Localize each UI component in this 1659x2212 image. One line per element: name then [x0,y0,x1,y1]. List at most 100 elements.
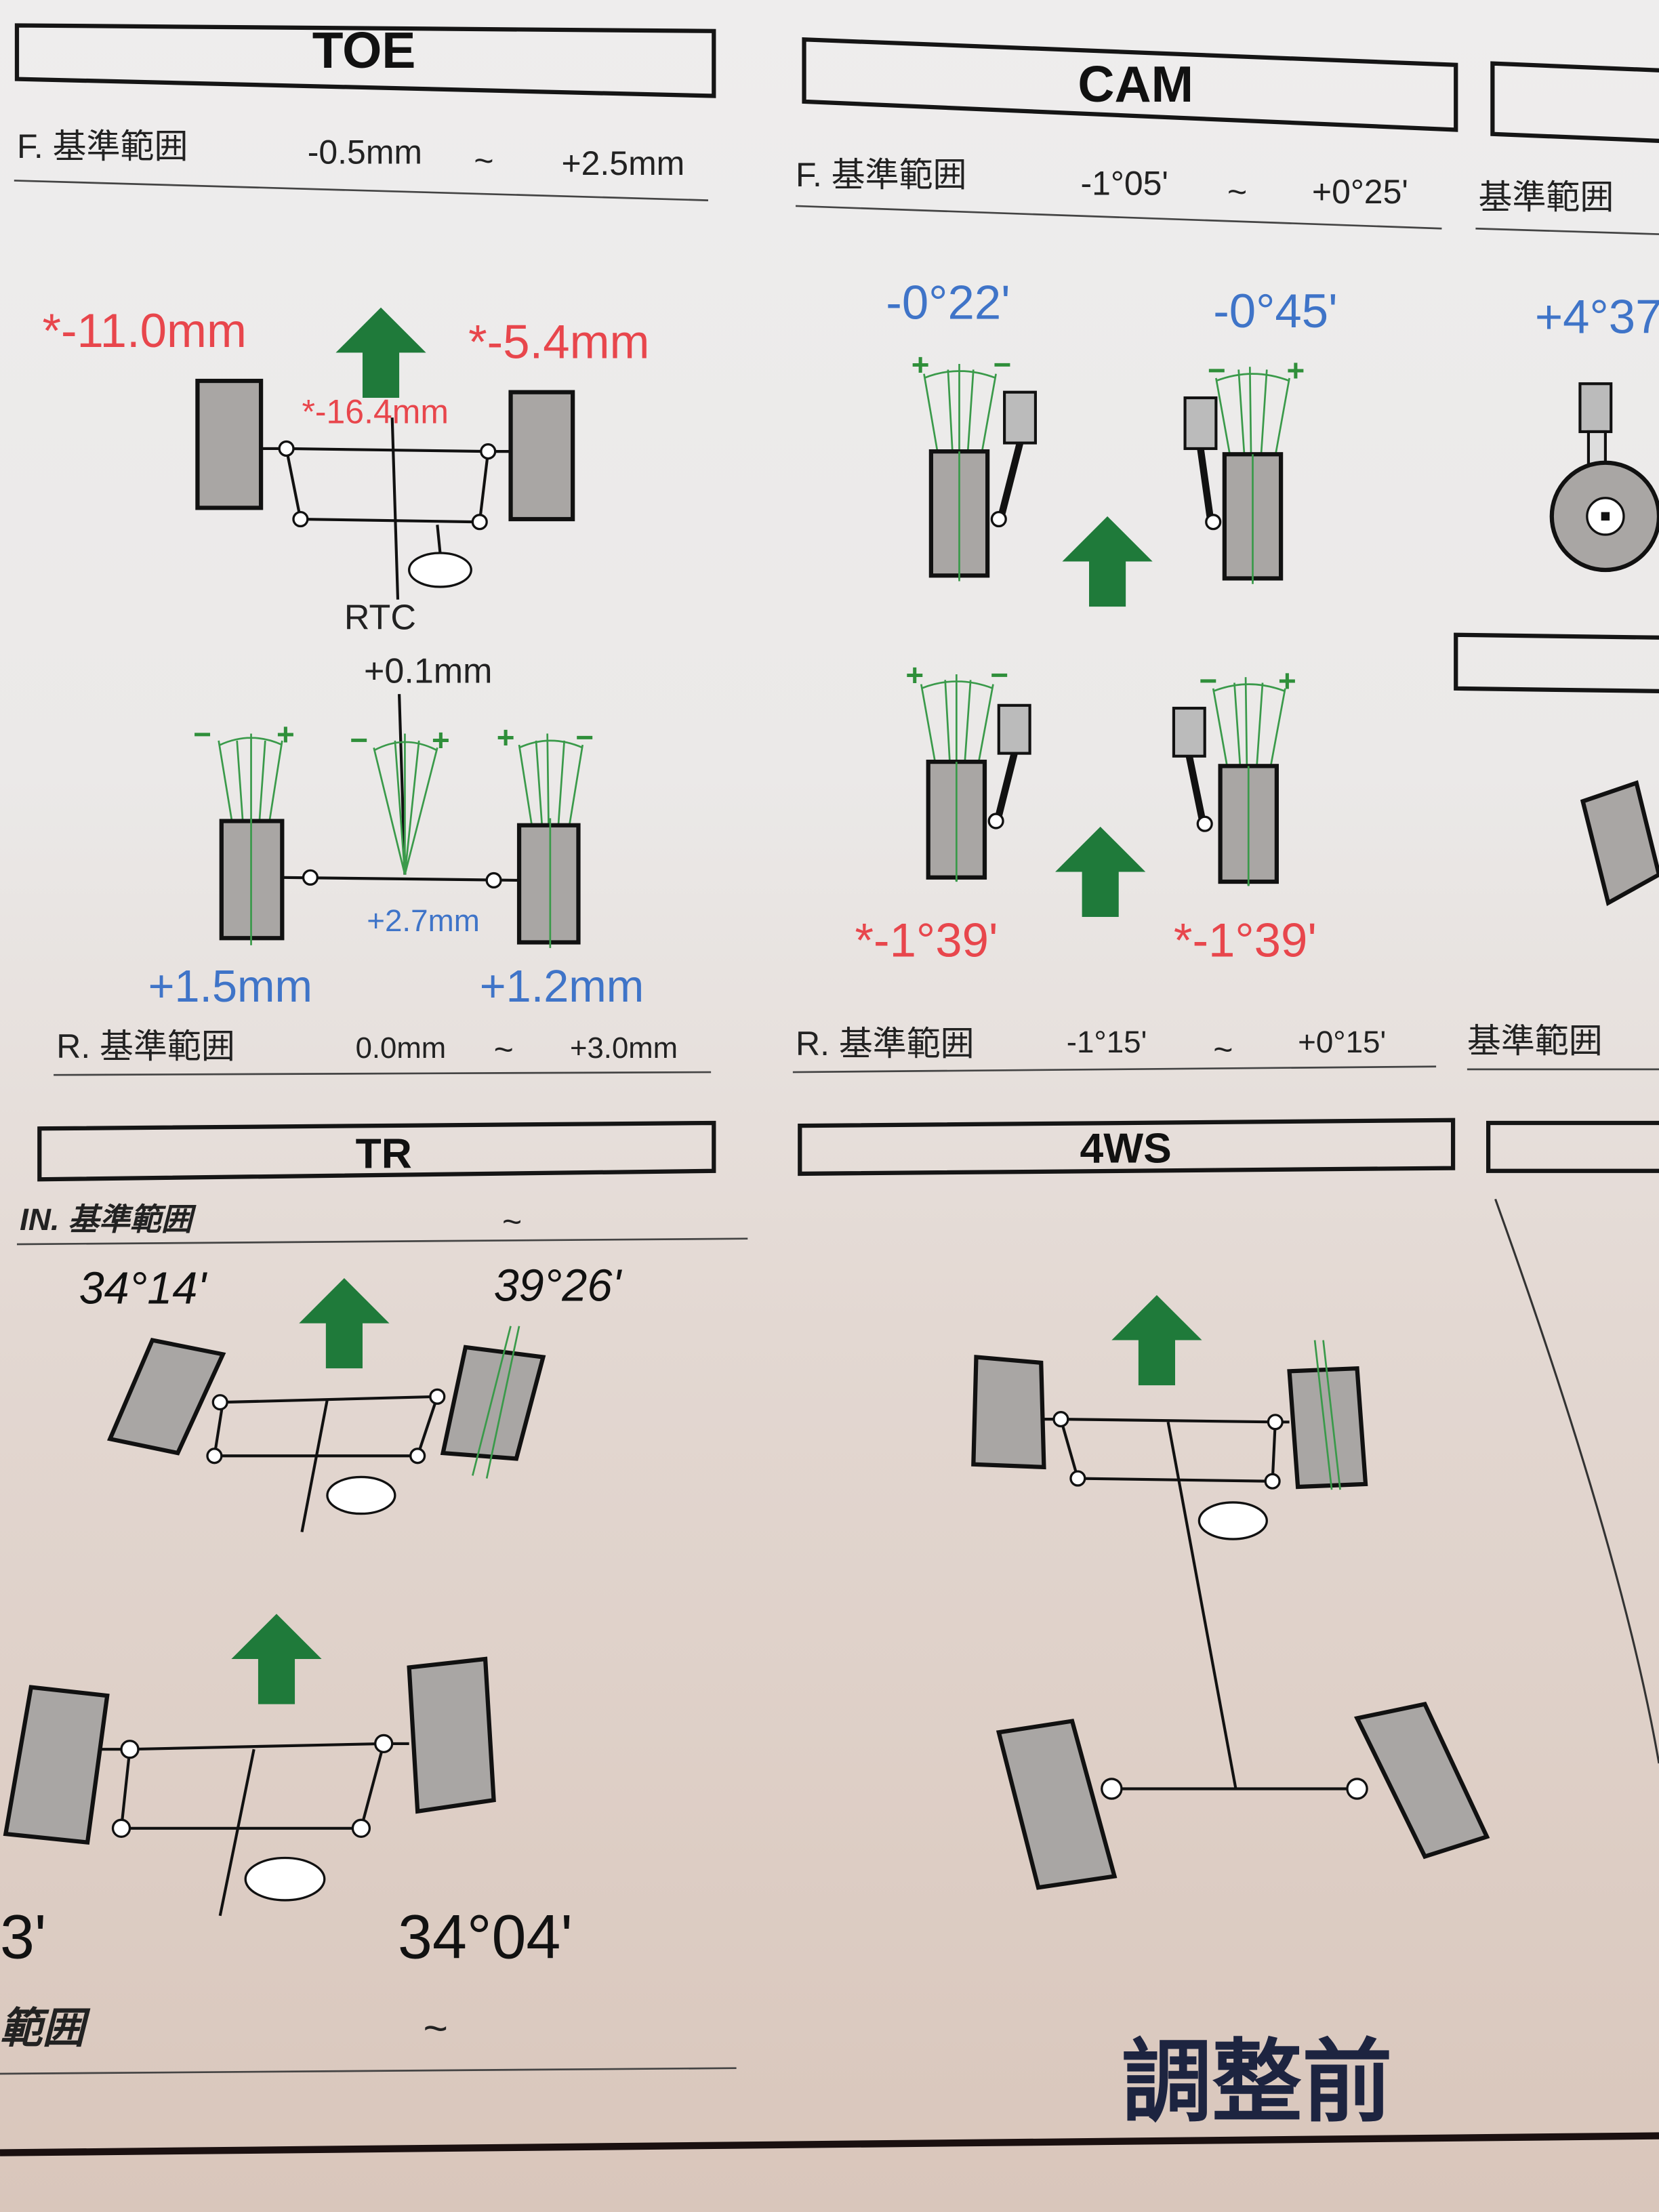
caster-front-range-label: 基準範囲 [1479,178,1614,216]
cam-rear-left-value: *-1°39' [855,913,998,966]
wheel-icon [3,1685,110,1845]
wheel-icon [195,378,264,510]
right-header-box [1486,1120,1659,1173]
cam-front-range-max: +0°25' [1312,173,1408,211]
strut-spring-icon [1183,396,1222,531]
wheel-icon [996,1719,1118,1890]
cam-rear-right-value: *-1°39' [1174,913,1317,966]
divider [792,1065,1437,1073]
toe-title: TOE [312,22,416,79]
toe-rear-total-value: +2.7mm [367,903,480,938]
tr-front-left-value: 34°14' [79,1263,208,1313]
tr-range-tilde: ~ [502,1202,522,1240]
tr-front-right-value: 39°26' [494,1261,623,1311]
cam-rear-range-max: +0°15' [1298,1025,1386,1059]
divider [54,1071,712,1076]
toe-header-box [14,23,716,98]
cam-front-range-tilde: ~ [1227,173,1247,211]
plus-sign: + [1278,663,1296,698]
camber-front-diagram [923,364,1290,607]
strut-spring-icon [1172,706,1213,832]
plus-sign: + [276,717,295,752]
toe-section: TOE F. 基準範囲 -0.5mm ~ +2.5mm *-11.0mm *-5… [14,22,716,1076]
fws-diagram [971,1340,1490,1890]
toe-rear-range-label: R. 基準範囲 [56,1027,235,1065]
plus-sign: + [912,348,930,382]
minus-sign: − [990,658,1008,693]
cam-title: CAM [1078,56,1193,112]
four-wheel-steering-section: 4WS [798,1118,1490,1890]
fws-header-box [798,1118,1456,1176]
caster-rear-range-label: 基準範囲 [1467,1022,1603,1060]
minus-sign: − [193,717,211,752]
wheel-icon [1287,1366,1368,1490]
toe-rear-range-tilde: ~ [494,1030,514,1068]
tr-range-label: IN. 基準範囲 [20,1202,197,1237]
strut-spring-icon [987,703,1031,830]
cam-rear-range-min: -1°15' [1067,1025,1147,1059]
caster-front-value: +4°37' [1535,289,1659,343]
plus-sign: + [432,722,450,757]
plus-sign: + [497,720,515,754]
forward-arrow-icon [231,1614,322,1704]
cam-front-range-min: -1°05' [1081,164,1168,202]
tr-title: TR [356,1130,412,1178]
toe-front-range-label: F. 基準範囲 [17,127,188,165]
cam-front-right-value: -0°45' [1213,284,1337,337]
forward-arrow-icon [299,1277,390,1369]
plus-sign: + [1286,353,1305,388]
tr-rear-diagram [3,1656,496,1917]
camber-section: CAM F. 基準範囲 -1°05' ~ +0°25' -0°22' -0°45… [792,37,1458,1073]
toe-rear-range-min: 0.0mm [356,1031,447,1065]
plus-sign: + [905,658,924,693]
tr-front-diagram [106,1326,546,1533]
toe-rear-range-max: +3.0mm [570,1031,678,1065]
minus-sign: − [1199,663,1217,698]
cam-rear-range-tilde: ~ [1213,1030,1233,1068]
divider [16,1237,748,1246]
tr-rear-range-tilde: ~ [423,2005,447,2052]
minus-sign: − [1208,353,1226,388]
wheel-icon [1353,1702,1490,1860]
rtc-label: RTC [344,598,416,637]
tr-rear-range-label: 範囲 [0,2005,90,2052]
divider [0,2067,737,2075]
toe-front-range-max: +2.5mm [561,144,684,182]
rear-axle-diagram [218,694,584,948]
forward-arrow-icon [1062,516,1153,607]
steering-wheel-icon [326,1475,396,1515]
tr-rear-right-value: 34°04' [398,1902,573,1971]
toe-front-range-tilde: ~ [474,142,493,180]
cam-header-box [802,37,1458,132]
front-axle-diagram [195,378,575,600]
wheel-icon [407,1656,496,1814]
minus-sign: − [575,720,594,754]
toe-rear-left-value: +1.5mm [148,962,312,1012]
caster-rear-header-box [1454,632,1659,694]
minus-sign: − [993,348,1011,382]
strut-spring-icon [990,390,1037,528]
rtc-value: +0.1mm [364,652,492,691]
forward-arrow-icon [1111,1294,1202,1386]
divider [14,180,709,201]
toe-rear-right-value: +1.2mm [480,962,644,1012]
caster-wheel-icon [1549,382,1659,573]
minus-sign: − [350,722,368,757]
cam-front-range-label: F. 基準範囲 [796,156,966,194]
divider [795,205,1442,230]
wheel-icon [106,1337,226,1456]
cam-rear-range-label: R. 基準範囲 [796,1025,975,1063]
steering-wheel-icon [1197,1501,1268,1540]
steering-wheel-icon [244,1856,326,1902]
fws-title: 4WS [1080,1124,1171,1172]
caster-header-box [1490,61,1659,143]
toe-front-total-value: *-16.4mm [302,392,448,430]
wheel-icon [1580,780,1659,906]
cam-front-left-value: -0°22' [886,275,1010,329]
camber-rear-diagram [920,674,1286,918]
divider [1475,227,1659,235]
wheel-icon [440,1345,546,1461]
forward-arrow-icon [1055,826,1146,918]
forward-arrow-icon [335,307,426,398]
